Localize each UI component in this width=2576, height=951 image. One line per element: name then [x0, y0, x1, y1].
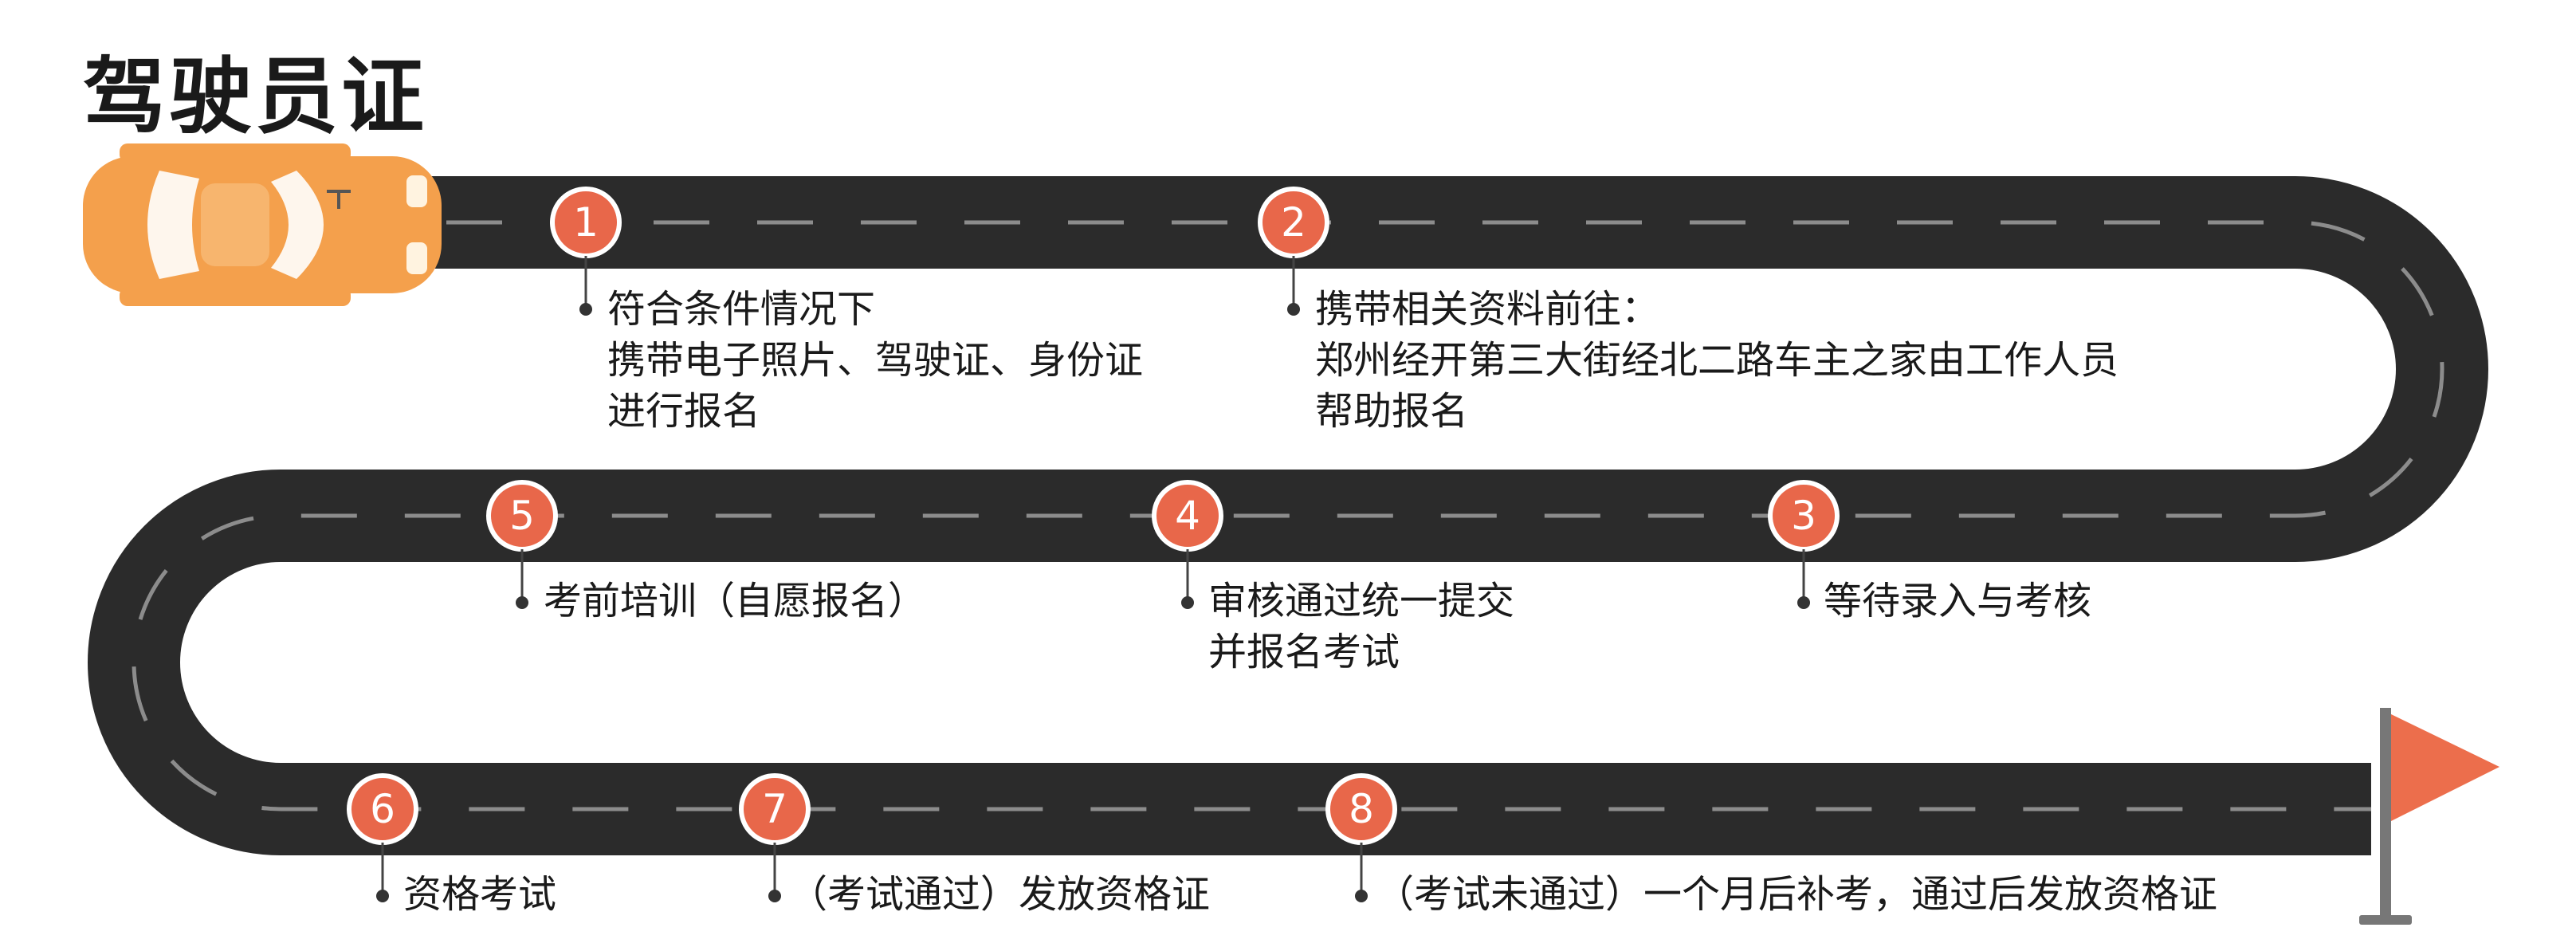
step-number: 1	[573, 199, 599, 246]
step-marker-8: 8	[1325, 773, 1397, 845]
step-marker-1: 1	[550, 187, 622, 258]
step-8-description: （考试未通过）一个月后补考，通过后发放资格证	[1376, 869, 2217, 920]
step-2-line-1: 携带相关资料前往：	[1315, 287, 1660, 332]
step-7-description: （考试通过）发放资格证	[789, 869, 1210, 920]
step-marker-2: 2	[1258, 187, 1329, 258]
step-marker-4: 4	[1152, 480, 1223, 552]
page-title: 驾驶员证	[83, 48, 428, 145]
step-1-line-3: 进行报名	[607, 389, 761, 434]
step-number: 3	[1791, 493, 1816, 539]
leader-lines	[376, 256, 1810, 902]
lane-markings	[132, 220, 2444, 811]
step-5-line-1: 考前培训（自愿报名）	[544, 579, 927, 623]
step-3-line-1: 等待录入与考核	[1824, 579, 2092, 623]
step-1-line-2: 携带电子照片、驾驶证、身份证	[607, 338, 1144, 383]
step-number: 8	[1349, 786, 1374, 832]
step-4-line-1: 审核通过统一提交	[1208, 579, 1515, 623]
step-number: 4	[1175, 493, 1200, 539]
step-2-description: 携带相关资料前往： 郑州经开第三大街经北二路车主之家由工作人员 帮助报名	[1315, 284, 2119, 437]
step-number: 2	[1281, 199, 1306, 246]
step-number: 7	[762, 786, 787, 832]
step-marker-3: 3	[1768, 480, 1840, 552]
step-2-line-3: 帮助报名	[1315, 389, 1469, 434]
step-number: 5	[509, 493, 535, 539]
step-7-line-1: （考试通过）发放资格证	[789, 872, 1211, 917]
step-6-line-1: 资格考试	[403, 872, 557, 917]
step-8-line-1: （考试未通过）一个月后补考，通过后发放资格证	[1376, 872, 2218, 917]
step-marker-5: 5	[486, 480, 558, 552]
step-4-description: 审核通过统一提交 并报名考试	[1208, 576, 1514, 678]
step-marker-7: 7	[739, 773, 811, 845]
step-1-description: 符合条件情况下 携带电子照片、驾驶证、身份证 进行报名	[607, 284, 1143, 437]
car-icon	[83, 143, 442, 306]
flag-icon	[2359, 708, 2499, 925]
step-number: 6	[370, 786, 395, 832]
step-6-description: 资格考试	[403, 869, 556, 920]
step-4-line-2: 并报名考试	[1208, 630, 1400, 674]
step-3-description: 等待录入与考核	[1824, 576, 2091, 627]
step-marker-6: 6	[347, 773, 418, 845]
step-1-line-1: 符合条件情况下	[607, 287, 876, 332]
step-2-line-2: 郑州经开第三大街经北二路车主之家由工作人员	[1315, 338, 2119, 383]
step-5-description: 考前培训（自愿报名）	[544, 576, 926, 627]
